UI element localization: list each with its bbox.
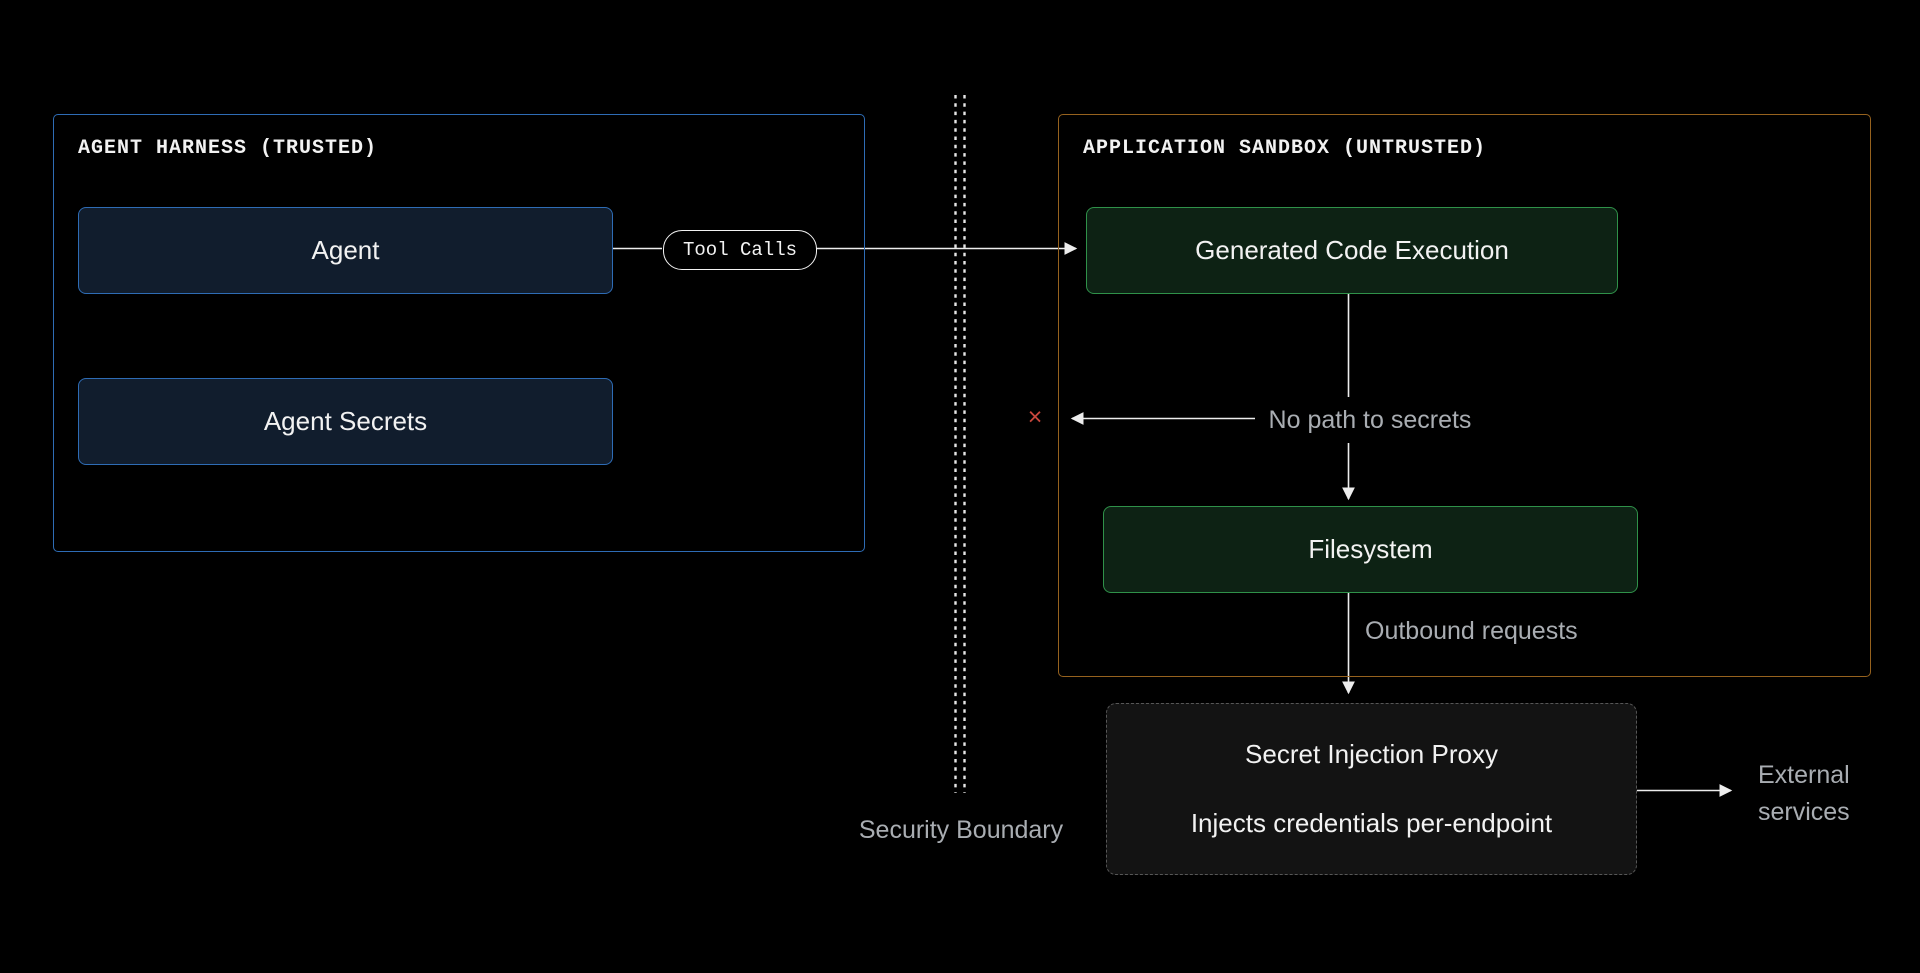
no-path-to-secrets-label: No path to secrets xyxy=(1268,406,1472,434)
secret-injection-proxy-node: Secret Injection Proxy Injects credentia… xyxy=(1106,703,1637,875)
agent-node-label: Agent xyxy=(311,235,380,265)
agent-secrets-node: Agent Secrets xyxy=(78,378,613,465)
tool-calls-pill: Tool Calls xyxy=(663,230,817,270)
outbound-requests-label: Outbound requests xyxy=(1365,617,1578,645)
proxy-subtitle: Injects credentials per-endpoint xyxy=(1190,808,1553,838)
blocked-x-icon: × xyxy=(1027,403,1043,431)
filesystem-label: Filesystem xyxy=(1308,534,1433,564)
tool-calls-label: Tool Calls xyxy=(682,239,798,261)
external-services-line1: External xyxy=(1758,761,1850,789)
proxy-title: Secret Injection Proxy xyxy=(1245,739,1498,769)
generated-code-execution-label: Generated Code Execution xyxy=(1195,235,1509,265)
sandbox-zone-title: APPLICATION SANDBOX (UNTRUSTED) xyxy=(1083,137,1487,160)
agent-node: Agent xyxy=(78,207,613,294)
filesystem-node: Filesystem xyxy=(1103,506,1638,593)
generated-code-execution-node: Generated Code Execution xyxy=(1086,207,1618,294)
external-services-label: External services xyxy=(1758,757,1850,831)
trusted-zone: AGENT HARNESS (TRUSTED) Agent Agent Secr… xyxy=(53,114,865,552)
agent-secrets-node-label: Agent Secrets xyxy=(263,406,428,436)
trusted-zone-title: AGENT HARNESS (TRUSTED) xyxy=(78,137,378,160)
external-services-line2: services xyxy=(1758,798,1850,826)
sandbox-zone: APPLICATION SANDBOX (UNTRUSTED) Generate… xyxy=(1058,114,1871,677)
security-boundary-label: Security Boundary xyxy=(858,816,1064,844)
